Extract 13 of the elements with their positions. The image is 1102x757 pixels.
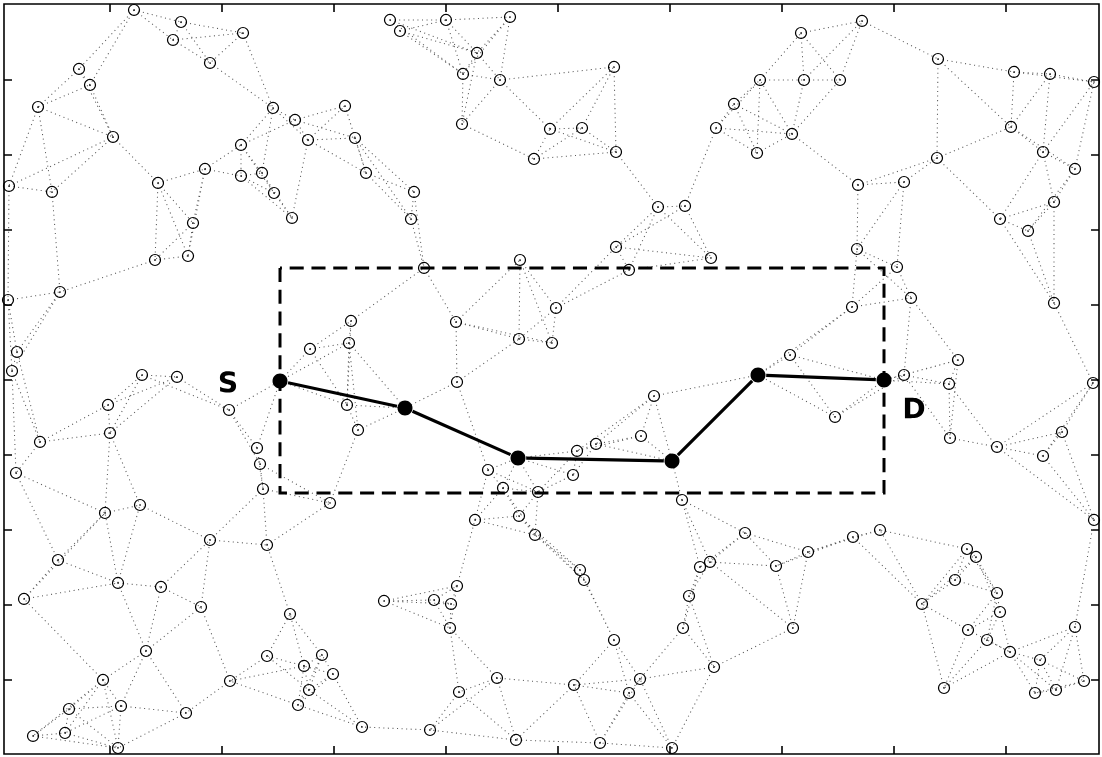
path-node [397, 400, 413, 416]
node-label: D [904, 397, 925, 419]
path-node [664, 453, 680, 469]
path-line [287, 381, 398, 408]
path-line [676, 379, 754, 457]
path-node [750, 367, 766, 383]
path-line [411, 409, 512, 457]
path-line [526, 456, 664, 463]
path-node [876, 372, 892, 388]
path-node [510, 450, 526, 466]
path-line [766, 373, 876, 382]
node-label: S [219, 371, 237, 393]
path-node [272, 373, 288, 389]
